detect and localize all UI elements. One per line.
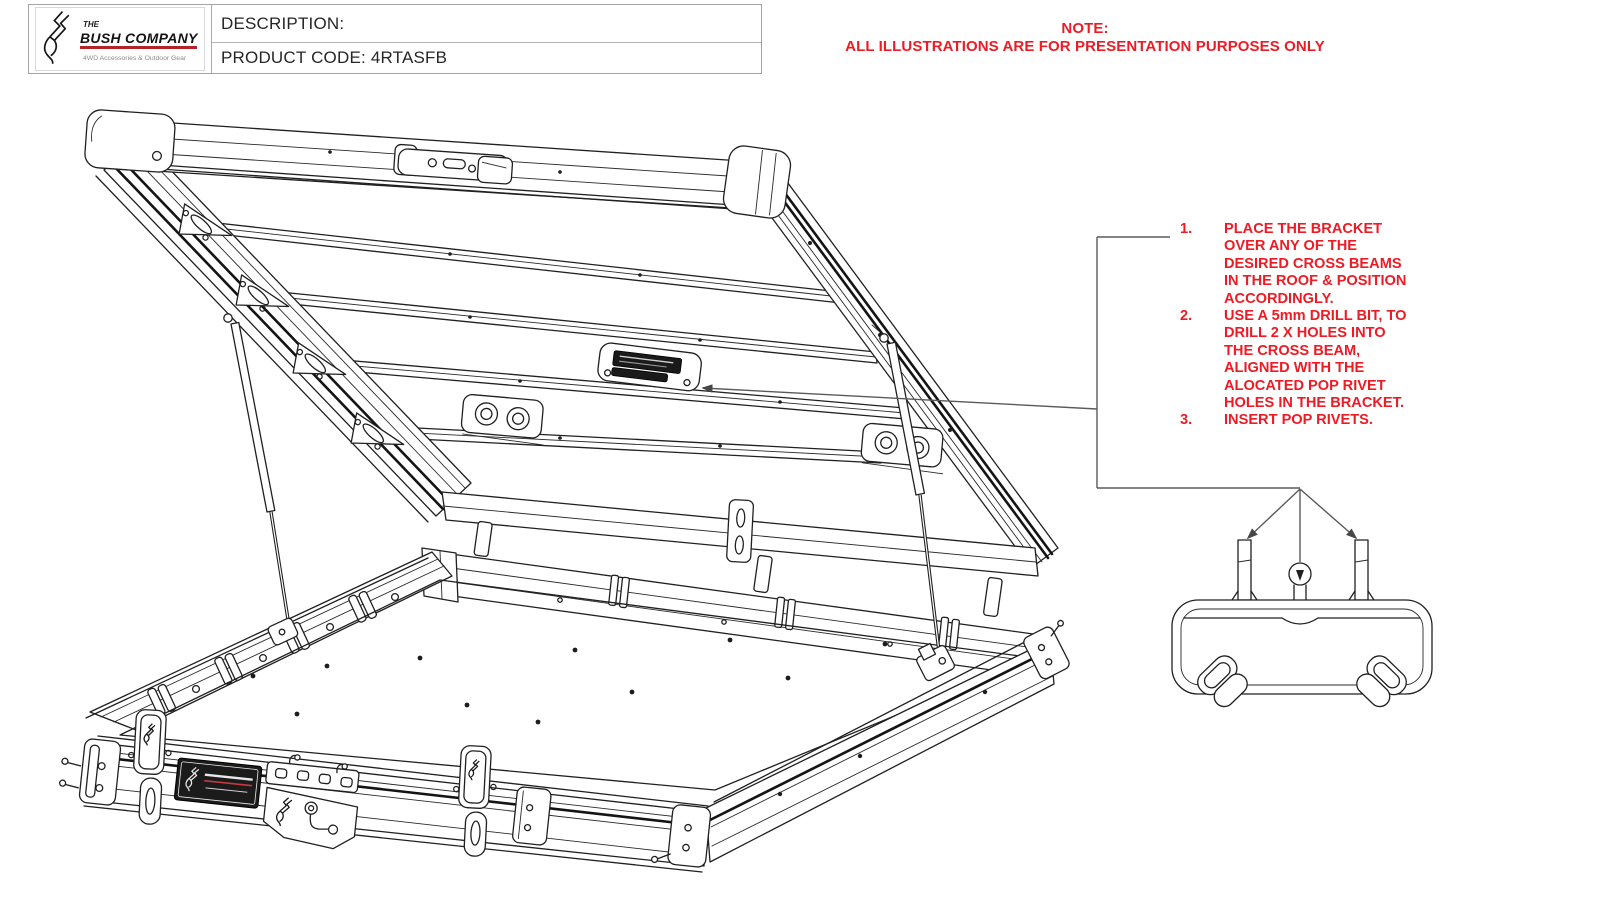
base-tray (58, 520, 1070, 873)
bush-company-logo: THE BUSH COMPANY 4WD Accessories & Outdo… (43, 10, 199, 65)
presentation-note: NOTE: ALL ILLUSTRATIONS ARE FOR PRESENTA… (800, 20, 1370, 56)
logo-cell: THE BUSH COMPANY 4WD Accessories & Outdo… (29, 5, 212, 73)
instruction-item-2: 2. USE A 5mm DRILL BIT, TO DRILL 2 X HOL… (1180, 308, 1430, 412)
gas-strut-right (871, 324, 955, 682)
base-right-fascia (705, 629, 1055, 863)
gas-strut-left (223, 313, 299, 646)
fascia-joint-cap (512, 786, 552, 846)
logo-tagline: 4WD Accessories & Outdoor Gear (83, 55, 187, 62)
note-title: NOTE: (1061, 20, 1109, 37)
base-back-wall (435, 520, 1051, 679)
title-block: THE BUSH COMPANY 4WD Accessories & Outdo… (28, 4, 762, 74)
lid-left-corner-cap (84, 109, 176, 173)
product-code-row: PRODUCT CODE: 4RTASFB (212, 43, 761, 73)
instruction-number: 2. (1180, 308, 1193, 325)
lid-latch-plate (393, 143, 514, 185)
note-body: ALL ILLUSTRATIONS ARE FOR PRESENTATION P… (845, 38, 1325, 55)
instruction-text: PLACE THE BRACKET OVER ANY OF THE DESIRE… (1224, 221, 1407, 307)
handle-assembly (262, 754, 360, 850)
bracket-detail (1171, 539, 1433, 708)
product-code-label: PRODUCT CODE: 4RTASFB (221, 48, 448, 67)
kudu-icon (43, 10, 70, 65)
base-right-corner-cap (1023, 619, 1070, 680)
beam-gussets (178, 203, 405, 450)
title-info: DESCRIPTION: PRODUCT CODE: 4RTASFB (212, 5, 761, 73)
lid-cross-beams (207, 221, 907, 464)
description-row: DESCRIPTION: (212, 5, 761, 43)
lid-assembly (84, 109, 1059, 577)
instruction-text: USE A 5mm DRILL BIT, TO DRILL 2 X HOLES … (1224, 308, 1407, 412)
cross-beam-bracket (597, 342, 702, 392)
logo-company: BUSH COMPANY (80, 30, 199, 46)
instruction-text: INSERT POP RIVETS. (1224, 412, 1373, 429)
instruction-item-1: 1. PLACE THE BRACKET OVER ANY OF THE DES… (1180, 221, 1430, 308)
instruction-number: 3. (1180, 412, 1193, 429)
lid-left-rail (95, 136, 472, 523)
lid-right-corner-cap (722, 145, 792, 219)
strut-knob-bracket-left (460, 394, 544, 446)
latch-strap-left (127, 709, 172, 825)
description-label: DESCRIPTION: (221, 13, 345, 33)
company-logo: THE BUSH COMPANY 4WD Accessories & Outdo… (35, 7, 205, 71)
lid-hinge-rail (441, 491, 1039, 577)
instruction-number: 1. (1180, 221, 1193, 237)
base-front-left-cap (58, 738, 122, 806)
latch-strap-right (452, 745, 497, 857)
instructions-list: 1. PLACE THE BRACKET OVER ANY OF THE DES… (1180, 221, 1430, 430)
instruction-item-3: 3. INSERT POP RIVETS. (1180, 412, 1430, 429)
base-front-fascia (83, 735, 709, 873)
logo-the: THE (83, 20, 100, 29)
leader-lines (701, 236, 1358, 562)
base-left-wall (85, 551, 453, 731)
brand-plate (173, 757, 263, 809)
base-front-right-cap (650, 804, 712, 868)
